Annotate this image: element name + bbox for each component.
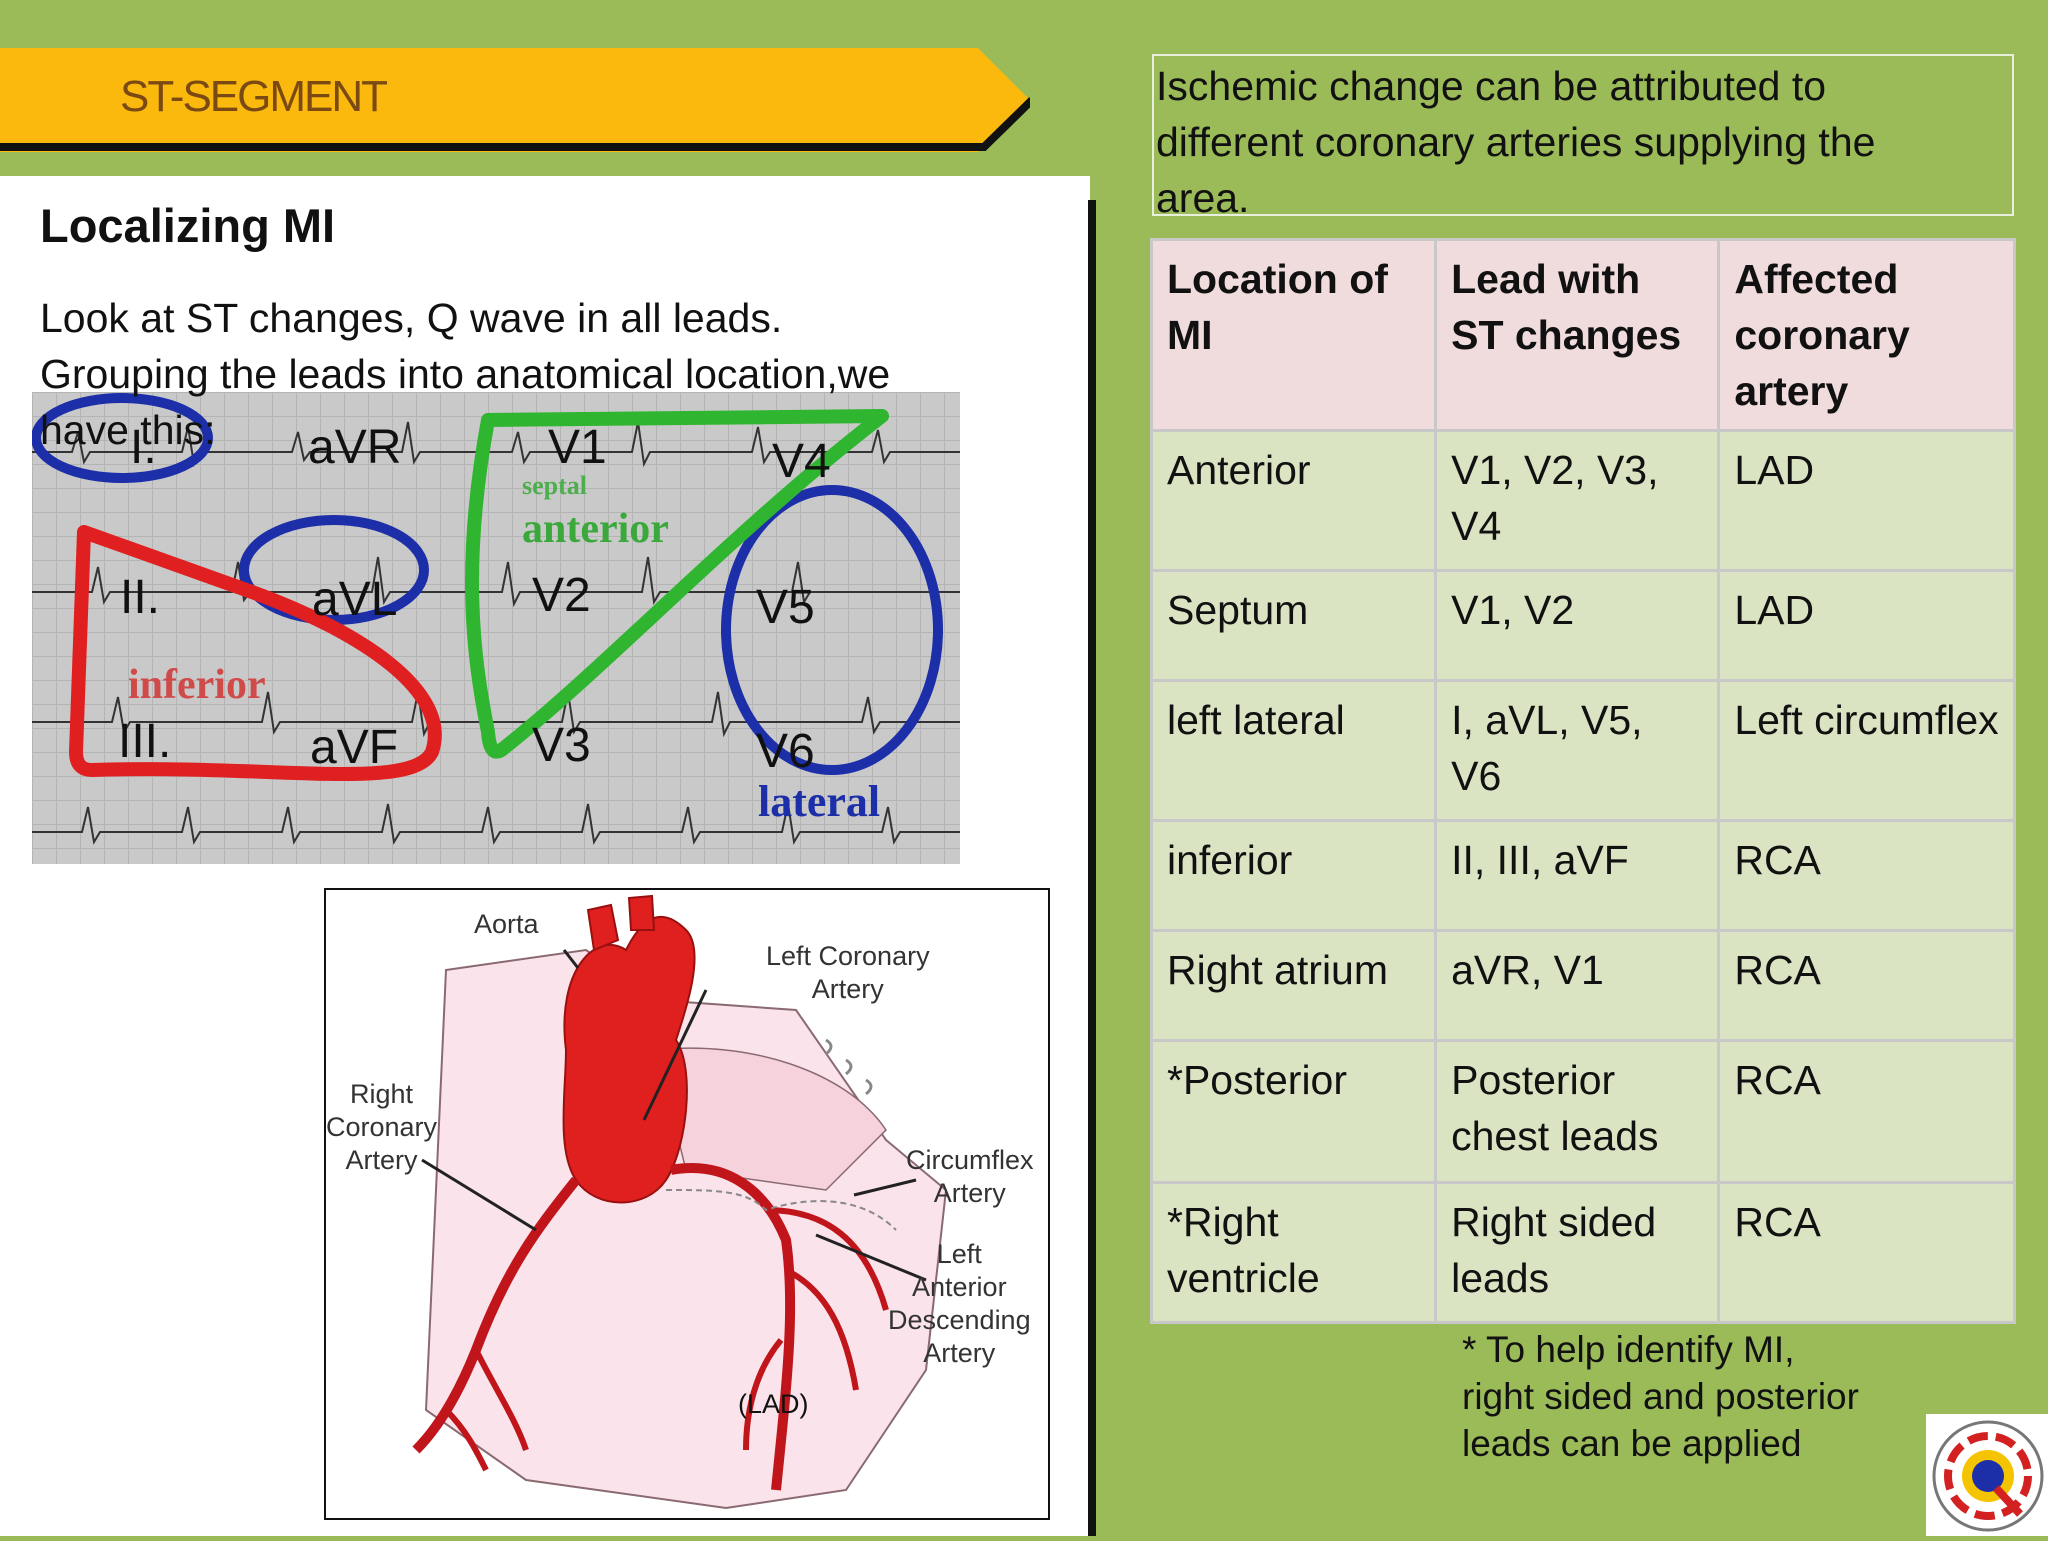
lead-label-III: III. xyxy=(118,715,172,768)
table-row: Right atrium aVR, V1 RCA xyxy=(1149,929,2016,1042)
footnote-line: right sided and posterior xyxy=(1462,1376,1859,1417)
cell-artery: LAD xyxy=(1717,569,2016,682)
ecg-lead-grouping-image: septal anterior inferior lateral xyxy=(32,392,960,864)
cell-artery: RCA xyxy=(1717,1181,2016,1324)
cell-location: Right atrium xyxy=(1149,929,1438,1042)
lad-artery xyxy=(670,1163,796,1491)
heart-label-left-coronary: Left Coronary Artery xyxy=(766,941,930,1004)
lead-label-V1: V1 xyxy=(548,421,607,474)
table-row: Anterior V1, V2, V3, V4 LAD xyxy=(1149,429,2016,572)
banner-title: ST-SEGMENT xyxy=(120,72,388,121)
body-line: Look at ST changes, Q wave in all leads. xyxy=(40,295,783,341)
lead-label-aVF: aVF xyxy=(310,721,399,774)
table-header-row: Location of MI Lead with ST changes Affe… xyxy=(1149,238,2016,432)
lead-label-II: II. xyxy=(120,571,161,624)
cell-leads: Right sided leads xyxy=(1434,1181,1721,1324)
table-row: Septum V1, V2 LAD xyxy=(1149,569,2016,682)
cell-leads: II, III, aVF xyxy=(1434,819,1721,932)
cell-artery: Left circumflex xyxy=(1717,679,2016,822)
cell-artery: RCA xyxy=(1717,819,2016,932)
cell-artery: RCA xyxy=(1717,1039,2016,1184)
heart-label-circumflex: Circumflex Artery xyxy=(906,1145,1034,1208)
right-coronary-artery xyxy=(412,1176,580,1454)
lead-label-V3: V3 xyxy=(532,719,591,772)
aortic-branches xyxy=(586,894,656,952)
intro-text-box: Ischemic change can be attributed to dif… xyxy=(1152,54,2014,221)
cell-location: Septum xyxy=(1149,569,1438,682)
cell-location: *Right ventricle xyxy=(1149,1181,1438,1324)
heart-label-aorta: Aorta xyxy=(474,909,539,939)
cell-leads: V1, V2, V3, V4 xyxy=(1434,429,1721,572)
region-label-inferior: inferior xyxy=(128,662,266,708)
header-location: Location of MI xyxy=(1149,238,1438,432)
cell-leads: Posterior chest leads xyxy=(1434,1039,1721,1184)
body-line: have this: xyxy=(40,407,216,453)
cell-location: inferior xyxy=(1149,819,1438,932)
table-row: inferior II, III, aVF RCA xyxy=(1149,819,2016,932)
panel-title: Localizing MI xyxy=(40,199,336,252)
intro-line: Ischemic change can be attributed to xyxy=(1156,63,1827,109)
table-row: *Posterior Posterior chest leads RCA xyxy=(1149,1039,2016,1184)
lead-label-V4: V4 xyxy=(772,435,831,488)
cell-leads: I, aVL, V5, V6 xyxy=(1434,679,1721,822)
intro-line: different coronary arteries supplying th… xyxy=(1156,119,1876,165)
lead-I-circle xyxy=(32,393,213,483)
header-artery: Affected coronary artery xyxy=(1717,238,2016,432)
coronary-artery-diagram: Aorta Left Coronary Artery Right Coronar… xyxy=(324,888,1050,1520)
institution-logo xyxy=(1926,1414,2048,1536)
region-label-anterior: anterior xyxy=(522,506,669,552)
footnote-line: leads can be applied xyxy=(1462,1423,1802,1464)
region-label-septal: septal xyxy=(522,471,587,500)
lateral-circle xyxy=(721,485,943,775)
panel-divider xyxy=(1088,200,1096,1536)
section-banner: ST-SEGMENT xyxy=(0,48,1030,152)
panel-body-text: Look at ST changes, Q wave in all leads.… xyxy=(40,290,1040,458)
cell-artery: LAD xyxy=(1717,429,2016,572)
lead-label-V6: V6 xyxy=(756,725,815,778)
anterior-region-outline xyxy=(465,409,889,759)
heart-label-right-coronary: Right Coronary Artery xyxy=(326,1079,438,1175)
body-line: Grouping the leads into anatomical locat… xyxy=(40,351,891,397)
pulmonary-veins xyxy=(825,1038,873,1096)
lead-label-I: I. xyxy=(130,421,157,474)
footnote-line: * To help identify MI, xyxy=(1462,1329,1795,1370)
intro-line: area. xyxy=(1156,175,1250,221)
heart-label-lad: (LAD) xyxy=(738,1389,809,1419)
lead-label-V2: V2 xyxy=(532,569,591,622)
lead-label-V5: V5 xyxy=(756,581,815,634)
table-row: left lateral I, aVL, V5, V6 Left circumf… xyxy=(1149,679,2016,822)
table-footnote: * To help identify MI, right sided and p… xyxy=(1462,1326,1859,1467)
region-label-lateral: lateral xyxy=(758,777,880,826)
left-atrium xyxy=(655,1047,887,1191)
cell-location: *Posterior xyxy=(1149,1039,1438,1184)
cell-artery: RCA xyxy=(1717,929,2016,1042)
cell-location: Anterior xyxy=(1149,429,1438,572)
heart-label-lad-description: Left Anterior Descending Artery xyxy=(888,1239,1031,1368)
cell-leads: V1, V2 xyxy=(1434,569,1721,682)
header-leads: Lead with ST changes xyxy=(1434,238,1721,432)
cell-leads: aVR, V1 xyxy=(1434,929,1721,1042)
lead-label-aVL: aVL xyxy=(312,573,398,626)
mi-localization-table: Location of MI Lead with ST changes Affe… xyxy=(1149,238,2016,1324)
inferior-region-outline xyxy=(69,525,442,781)
lead-label-aVR: aVR xyxy=(308,421,402,474)
table-row: *Right ventricle Right sided leads RCA xyxy=(1149,1181,2016,1324)
cell-location: left lateral xyxy=(1149,679,1438,822)
aorta-shape xyxy=(562,915,696,1204)
